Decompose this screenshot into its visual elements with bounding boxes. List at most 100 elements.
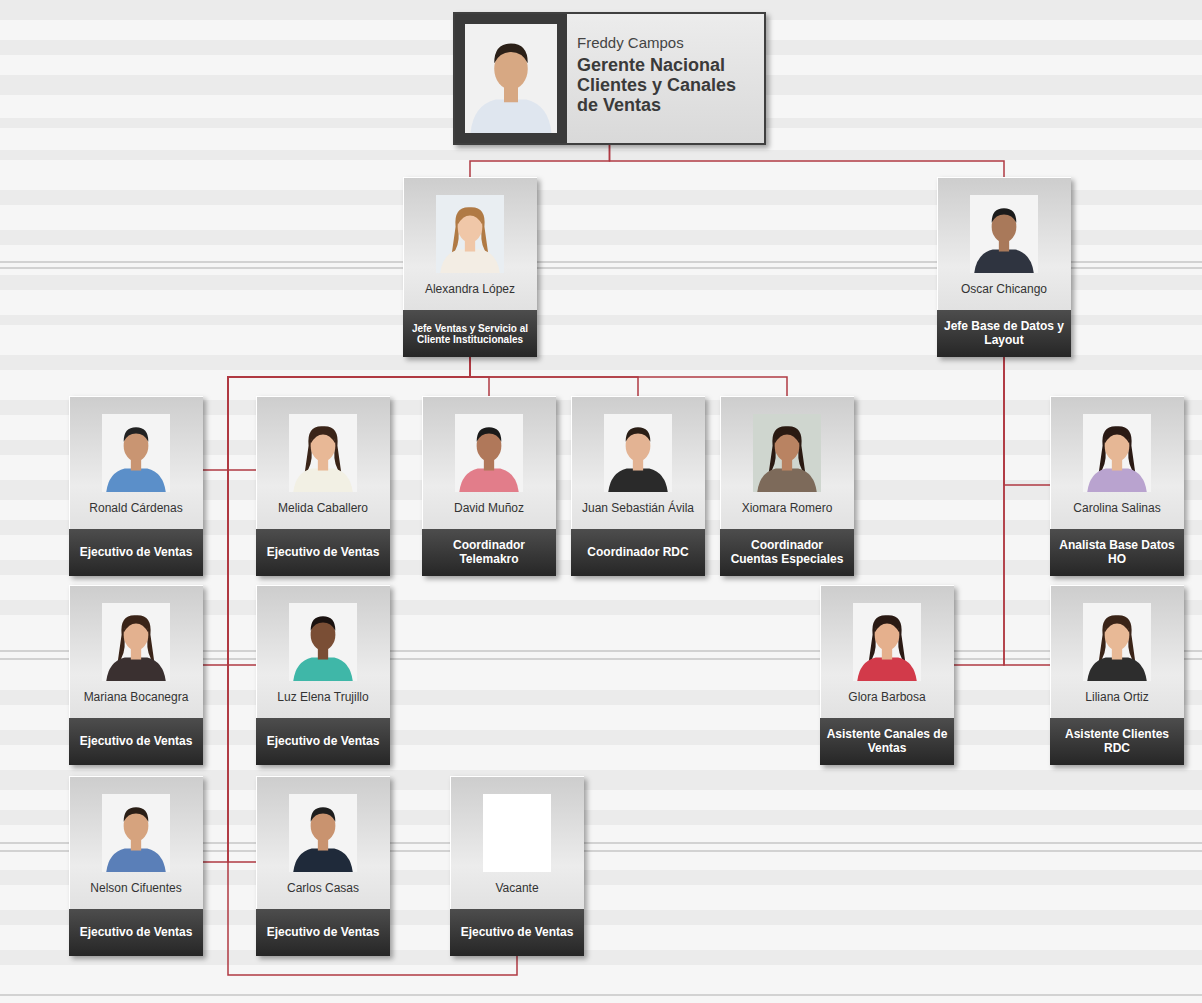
title-bar: Ejecutivo de Ventas [450, 909, 584, 956]
employee-card: VacanteEjecutivo de Ventas [450, 776, 584, 956]
person-name: Vacante [495, 882, 538, 895]
name-slot: Xiomara Romero [723, 496, 851, 522]
name-slot: Liliana Ortiz [1053, 685, 1181, 711]
job-title: Analista Base Datos HO [1056, 539, 1178, 565]
employee-card: Carlos CasasEjecutivo de Ventas [256, 776, 390, 956]
employee-card: David MuñozCoordinador Telemakro [422, 396, 556, 576]
job-title: Ejecutivo de Ventas [80, 546, 193, 559]
employee-card: Liliana OrtizAsistente Clientes RDC [1050, 585, 1184, 765]
name-slot: Freddy Campos [577, 34, 756, 51]
portrait-photo [1083, 414, 1151, 492]
title-bar: Ejecutivo de Ventas [69, 529, 203, 576]
job-title: Jefe Base de Datos y Layout [943, 320, 1065, 346]
job-title: Asistente Clientes RDC [1056, 728, 1178, 754]
portrait-photo [970, 195, 1038, 273]
job-title: Asistente Canales de Ventas [826, 728, 948, 754]
person-name: Luz Elena Trujillo [277, 691, 368, 704]
job-title: Coordinador Cuentas Especiales [726, 539, 848, 565]
portrait-photo [455, 414, 523, 492]
title-bar: Ejecutivo de Ventas [256, 529, 390, 576]
title-bar: Ejecutivo de Ventas [69, 718, 203, 765]
name-slot: Melida Caballero [259, 496, 387, 522]
reporting-line [954, 357, 1004, 665]
portrait-photo [289, 603, 357, 681]
person-name: Glora Barbosa [848, 691, 925, 704]
person-name: Mariana Bocanegra [84, 691, 189, 704]
job-title: Gerente Nacional Clientes y Canales de V… [577, 55, 756, 115]
name-slot: Mariana Bocanegra [72, 685, 200, 711]
person-name: Xiomara Romero [742, 502, 833, 515]
person-name: Ronald Cárdenas [89, 502, 182, 515]
title-bar: Asistente Clientes RDC [1050, 718, 1184, 765]
portrait-photo [102, 603, 170, 681]
employee-card: Xiomara RomeroCoordinador Cuentas Especi… [720, 396, 854, 576]
title-bar: Ejecutivo de Ventas [256, 909, 390, 956]
name-slot: Vacante [453, 876, 581, 902]
job-title: Ejecutivo de Ventas [80, 735, 193, 748]
job-title: Ejecutivo de Ventas [267, 546, 380, 559]
employee-card: Luz Elena TrujilloEjecutivo de Ventas [256, 585, 390, 765]
portrait-photo [102, 794, 170, 872]
name-slot: Juan Sebastián Ávila [574, 496, 702, 522]
person-name: Nelson Cifuentes [90, 882, 181, 895]
portrait-photo [853, 603, 921, 681]
person-name: Melida Caballero [278, 502, 368, 515]
name-slot: Nelson Cifuentes [72, 876, 200, 902]
title-bar: Coordinador Telemakro [422, 529, 556, 576]
title-bar: Coordinador RDC [571, 529, 705, 576]
job-title: Coordinador RDC [587, 546, 688, 559]
name-slot: Ronald Cárdenas [72, 496, 200, 522]
reporting-line [1004, 357, 1050, 485]
employee-card: Mariana BocanegraEjecutivo de Ventas [69, 585, 203, 765]
employee-card: Nelson CifuentesEjecutivo de Ventas [69, 776, 203, 956]
job-title: Ejecutivo de Ventas [80, 926, 193, 939]
employee-card: Oscar ChicangoJefe Base de Datos y Layou… [937, 177, 1071, 357]
job-title: Coordinador Telemakro [428, 539, 550, 565]
job-title: Ejecutivo de Ventas [267, 926, 380, 939]
person-name: Alexandra López [425, 283, 515, 296]
title-bar: Ejecutivo de Ventas [69, 909, 203, 956]
title-bar: Jefe Base de Datos y Layout [937, 310, 1071, 357]
reporting-line [610, 145, 1005, 177]
reporting-line [470, 145, 610, 177]
person-name: Carlos Casas [287, 882, 359, 895]
employee-card: Juan Sebastián ÁvilaCoordinador RDC [571, 396, 705, 576]
employee-card: Glora BarbosaAsistente Canales de Ventas [820, 585, 954, 765]
portrait-photo [465, 24, 557, 133]
person-name: Freddy Campos [577, 34, 756, 51]
person-name: David Muñoz [454, 502, 524, 515]
job-title: Ejecutivo de Ventas [267, 735, 380, 748]
name-slot: Glora Barbosa [823, 685, 951, 711]
reporting-line [470, 357, 787, 396]
portrait-photo [102, 414, 170, 492]
name-slot: Alexandra López [406, 277, 534, 303]
name-slot: Luz Elena Trujillo [259, 685, 387, 711]
portrait-photo [604, 414, 672, 492]
reporting-line [1004, 357, 1050, 665]
title-bar: Coordinador Cuentas Especiales [720, 529, 854, 576]
portrait-photo [753, 414, 821, 492]
portrait-photo [483, 794, 551, 872]
name-slot: David Muñoz [425, 496, 553, 522]
portrait-photo [436, 195, 504, 273]
employee-card: Ronald CárdenasEjecutivo de Ventas [69, 396, 203, 576]
name-slot: Carolina Salinas [1053, 496, 1181, 522]
person-name: Liliana Ortiz [1085, 691, 1148, 704]
employee-card: Alexandra LópezJefe Ventas y Servicio al… [403, 177, 537, 357]
title-bar: Ejecutivo de Ventas [256, 718, 390, 765]
title-bar: Jefe Ventas y Servicio al Cliente Instit… [403, 310, 537, 357]
name-slot: Oscar Chicango [940, 277, 1068, 303]
employee-card: Carolina SalinasAnalista Base Datos HO [1050, 396, 1184, 576]
portrait-photo [289, 414, 357, 492]
job-title: Ejecutivo de Ventas [461, 926, 574, 939]
person-name: Carolina Salinas [1073, 502, 1160, 515]
portrait-photo [289, 794, 357, 872]
person-name: Juan Sebastián Ávila [582, 502, 694, 515]
title-bar: Gerente Nacional Clientes y Canales de V… [577, 55, 756, 115]
portrait-photo [1083, 603, 1151, 681]
title-bar: Asistente Canales de Ventas [820, 718, 954, 765]
title-bar: Analista Base Datos HO [1050, 529, 1184, 576]
person-name: Oscar Chicango [961, 283, 1047, 296]
name-slot: Carlos Casas [259, 876, 387, 902]
employee-card: Melida CaballeroEjecutivo de Ventas [256, 396, 390, 576]
